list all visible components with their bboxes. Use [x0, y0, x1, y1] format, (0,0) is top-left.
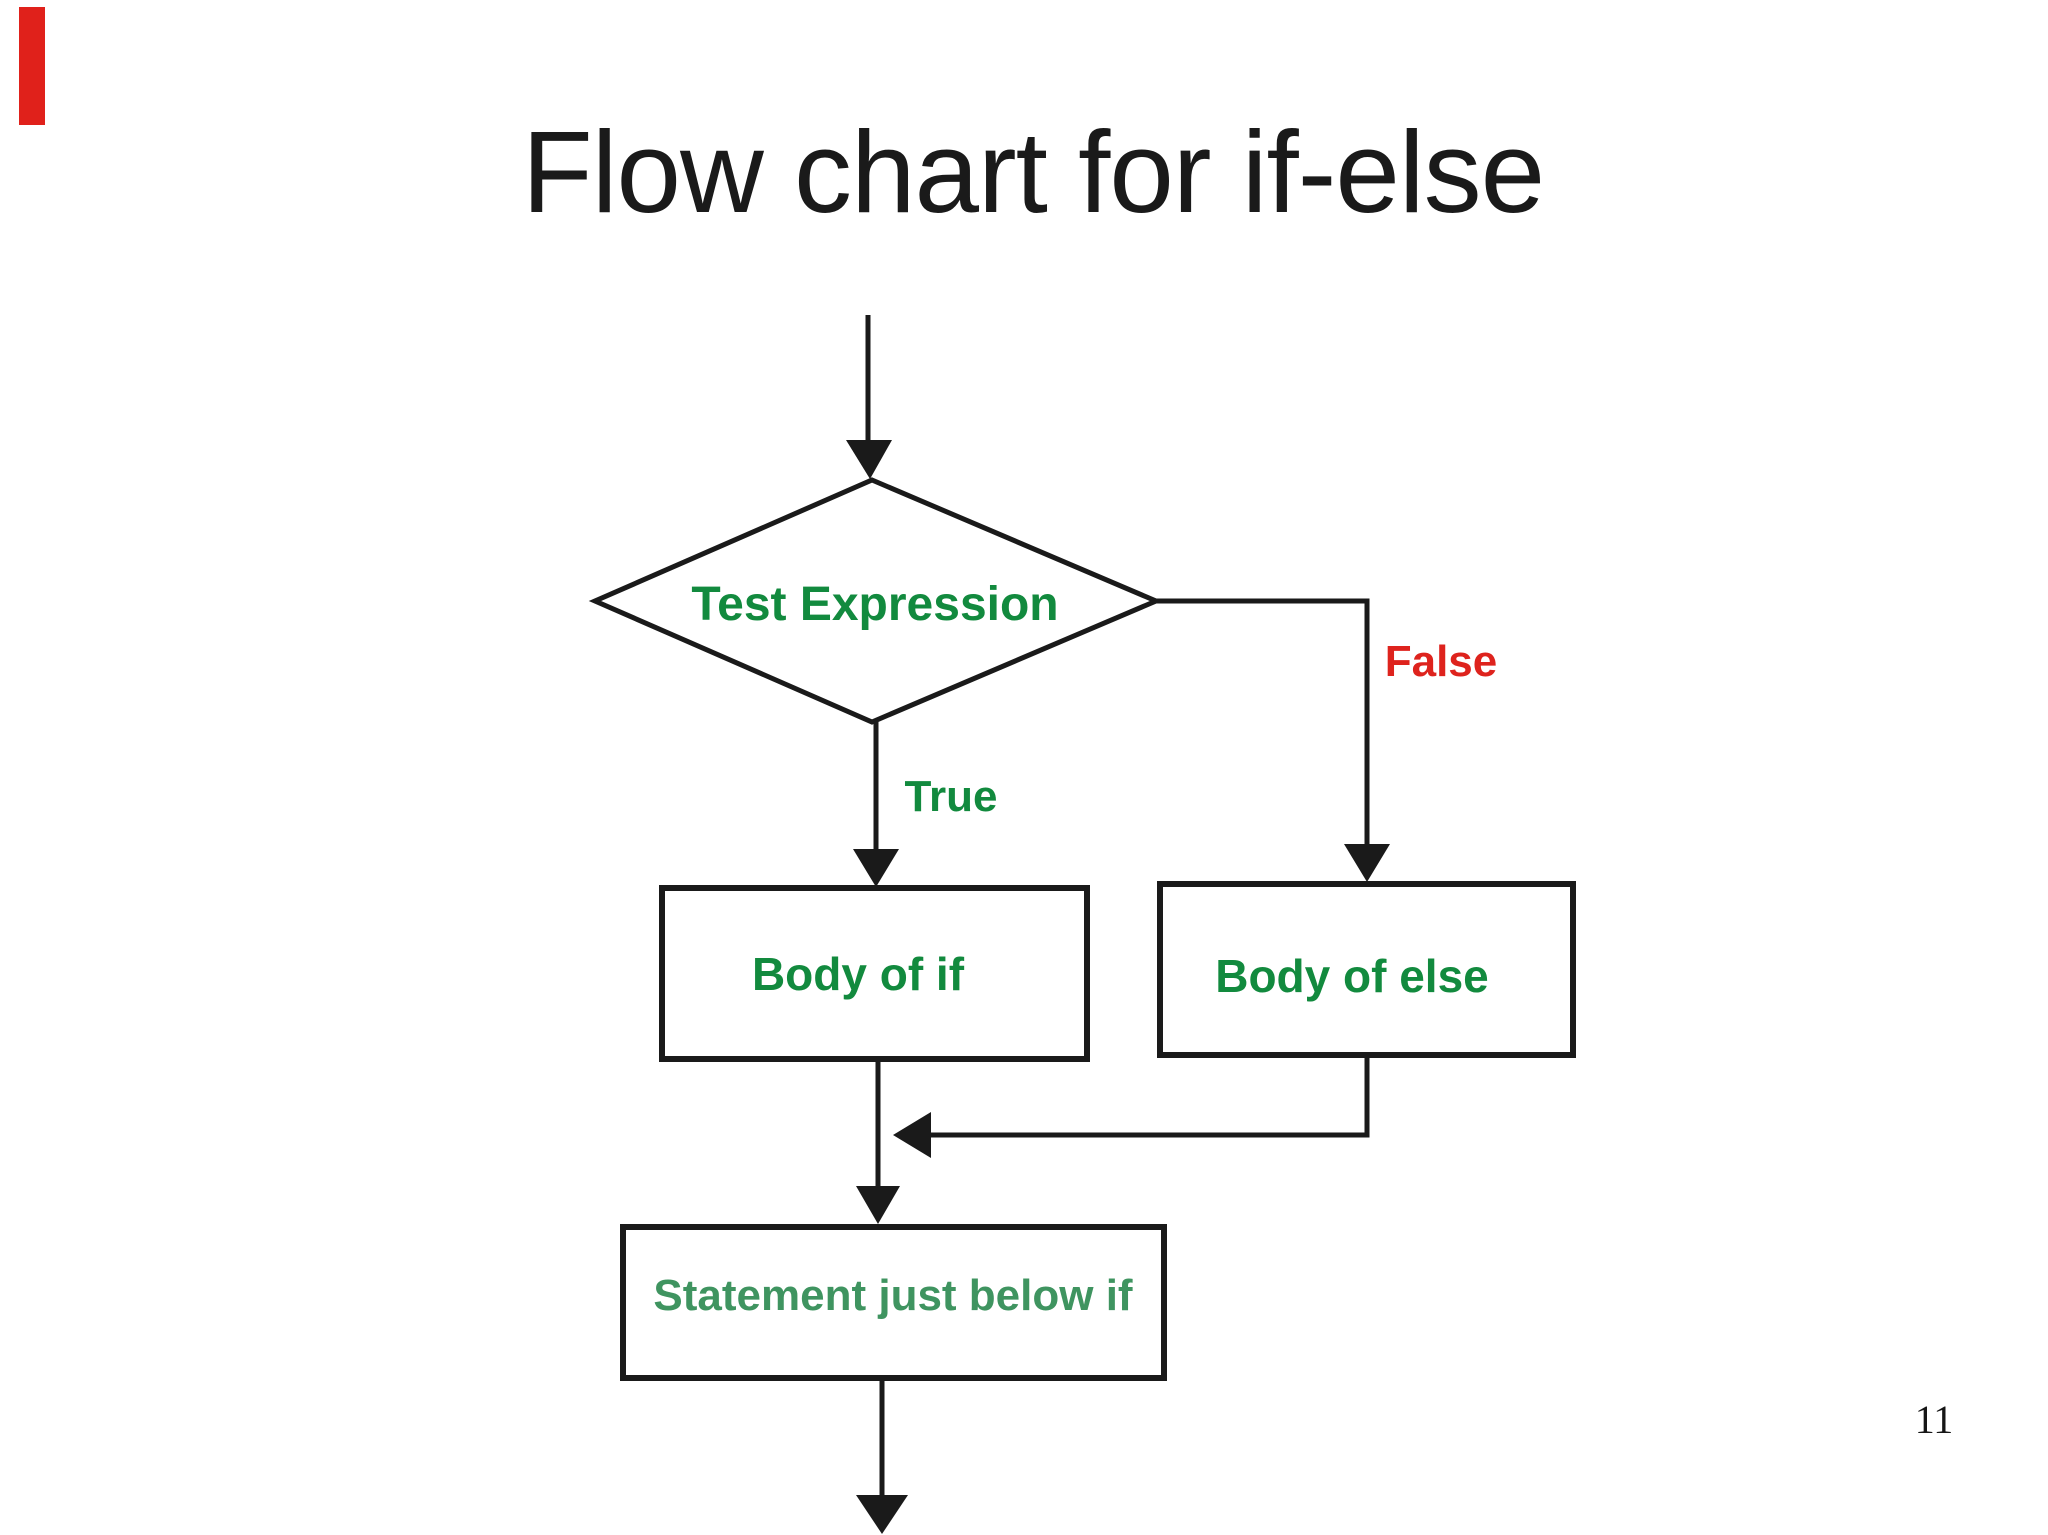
arrow-down-icon — [856, 1186, 900, 1224]
decision-label: Test Expression — [691, 578, 1058, 631]
statement-box — [620, 1224, 1167, 1381]
page-title: Flow chart for if-else — [521, 107, 1545, 237]
arrow-down-icon — [853, 849, 899, 887]
false-label: False — [1385, 637, 1498, 686]
statement-label: Statement just below if — [653, 1271, 1133, 1320]
arrow-down-icon — [1344, 844, 1390, 882]
edge-false — [1156, 598, 1370, 845]
body-of-if-label: Body of if — [752, 948, 965, 1000]
body-of-else-box — [1157, 881, 1576, 1058]
decision-diamond — [588, 477, 1163, 725]
arrow-down-icon — [856, 1495, 908, 1534]
body-of-if-box — [659, 885, 1090, 1062]
arrow-left-icon — [893, 1112, 931, 1158]
body-of-else-label: Body of else — [1215, 950, 1489, 1002]
page-number: 11 — [1914, 1397, 1954, 1442]
true-label: True — [905, 772, 998, 821]
corner-marker — [19, 7, 45, 125]
edge-bodyelse-to-merge — [930, 1055, 1370, 1138]
arrow-down-icon — [846, 440, 892, 479]
